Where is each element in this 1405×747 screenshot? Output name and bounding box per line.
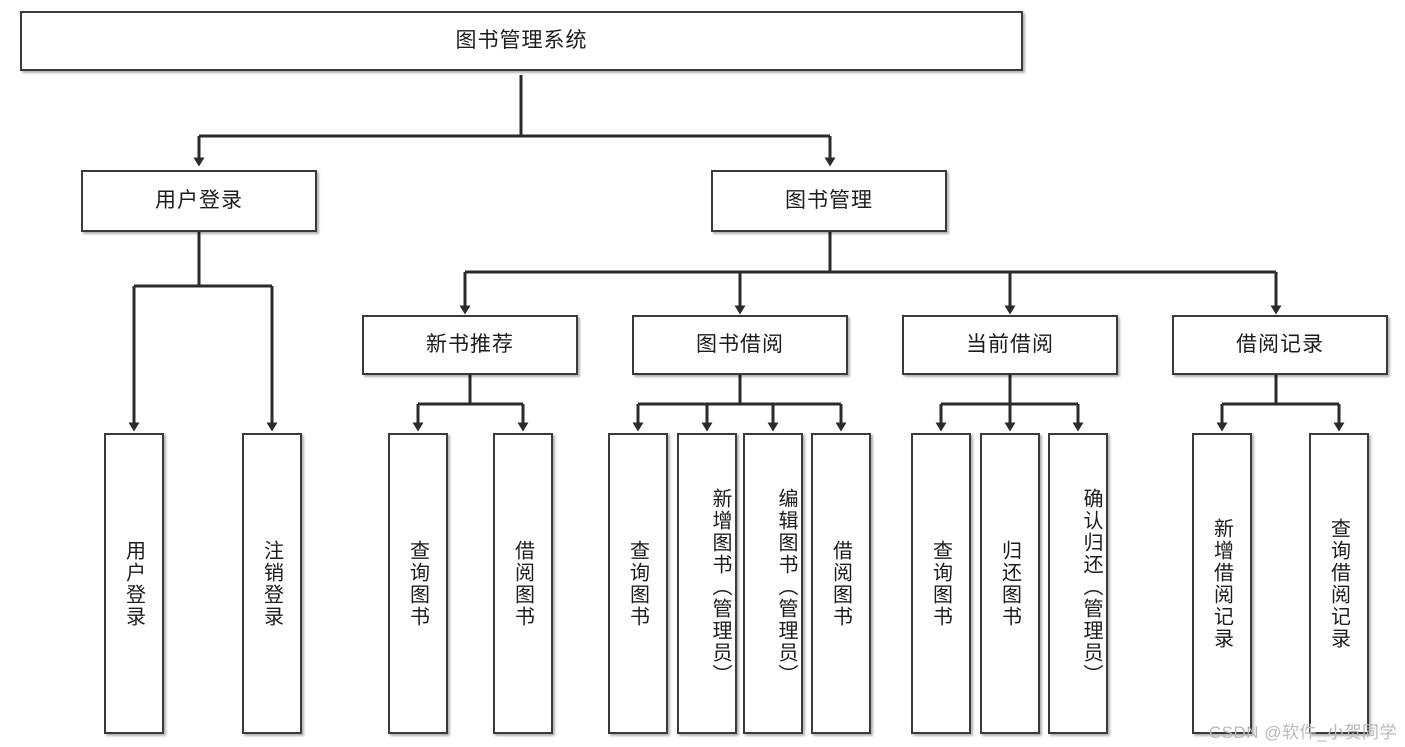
leaf-book-borrow-2[interactable]: 新增图书（管理员） — [677, 433, 737, 734]
leaf-book-borrow-3[interactable]: 编辑图书（管理员） — [743, 433, 803, 734]
node-label: 新书推荐 — [426, 333, 514, 357]
node-label: 借阅记录 — [1236, 333, 1324, 357]
node-user-login[interactable]: 用户登录 — [81, 170, 317, 232]
node-label: 查询图书 — [626, 539, 649, 628]
node-label: 注销登录 — [260, 539, 283, 628]
node-label: 图书借阅 — [696, 333, 784, 357]
node-book-borrow[interactable]: 图书借阅 — [632, 315, 848, 375]
leaf-new-book-recommend-2[interactable]: 借阅图书 — [493, 433, 553, 734]
node-root-book-management-system[interactable]: 图书管理系统 — [20, 11, 1023, 71]
node-label: 查询借阅记录 — [1327, 517, 1350, 650]
node-current-borrow[interactable]: 当前借阅 — [902, 315, 1118, 375]
node-label: 图书管理 — [785, 189, 873, 213]
node-label: 用户登录 — [155, 189, 243, 213]
node-label: 确认归还（管理员） — [1080, 487, 1102, 686]
node-label: 新增借阅记录 — [1210, 517, 1233, 650]
node-new-book-recommend[interactable]: 新书推荐 — [362, 315, 578, 375]
node-label: 编辑图书（管理员） — [775, 487, 797, 686]
leaf-new-book-recommend-1[interactable]: 查询图书 — [388, 433, 448, 734]
node-label: 查询图书 — [929, 539, 952, 628]
node-book-management[interactable]: 图书管理 — [711, 170, 947, 232]
leaf-current-borrow-3[interactable]: 确认归还（管理员） — [1048, 433, 1108, 734]
node-label: 归还图书 — [998, 539, 1021, 628]
node-borrow-record[interactable]: 借阅记录 — [1172, 315, 1388, 375]
node-label: 查询图书 — [406, 539, 429, 628]
node-label: 当前借阅 — [966, 333, 1054, 357]
leaf-book-borrow-4[interactable]: 借阅图书 — [811, 433, 871, 734]
leaf-user-login-2[interactable]: 注销登录 — [242, 433, 302, 734]
watermark-text: CSDN @软件_小贺同学 — [1208, 723, 1397, 742]
node-label: 新增图书（管理员） — [709, 487, 731, 686]
node-label: 图书管理系统 — [455, 29, 588, 53]
leaf-borrow-record-1[interactable]: 新增借阅记录 — [1192, 433, 1252, 734]
node-label: 借阅图书 — [829, 539, 852, 628]
node-label: 用户登录 — [122, 539, 145, 628]
leaf-borrow-record-2[interactable]: 查询借阅记录 — [1309, 433, 1369, 734]
node-label: 借阅图书 — [511, 539, 534, 628]
leaf-book-borrow-1[interactable]: 查询图书 — [608, 433, 668, 734]
leaf-current-borrow-2[interactable]: 归还图书 — [980, 433, 1040, 734]
leaf-current-borrow-1[interactable]: 查询图书 — [911, 433, 971, 734]
leaf-user-login-1[interactable]: 用户登录 — [104, 433, 164, 734]
